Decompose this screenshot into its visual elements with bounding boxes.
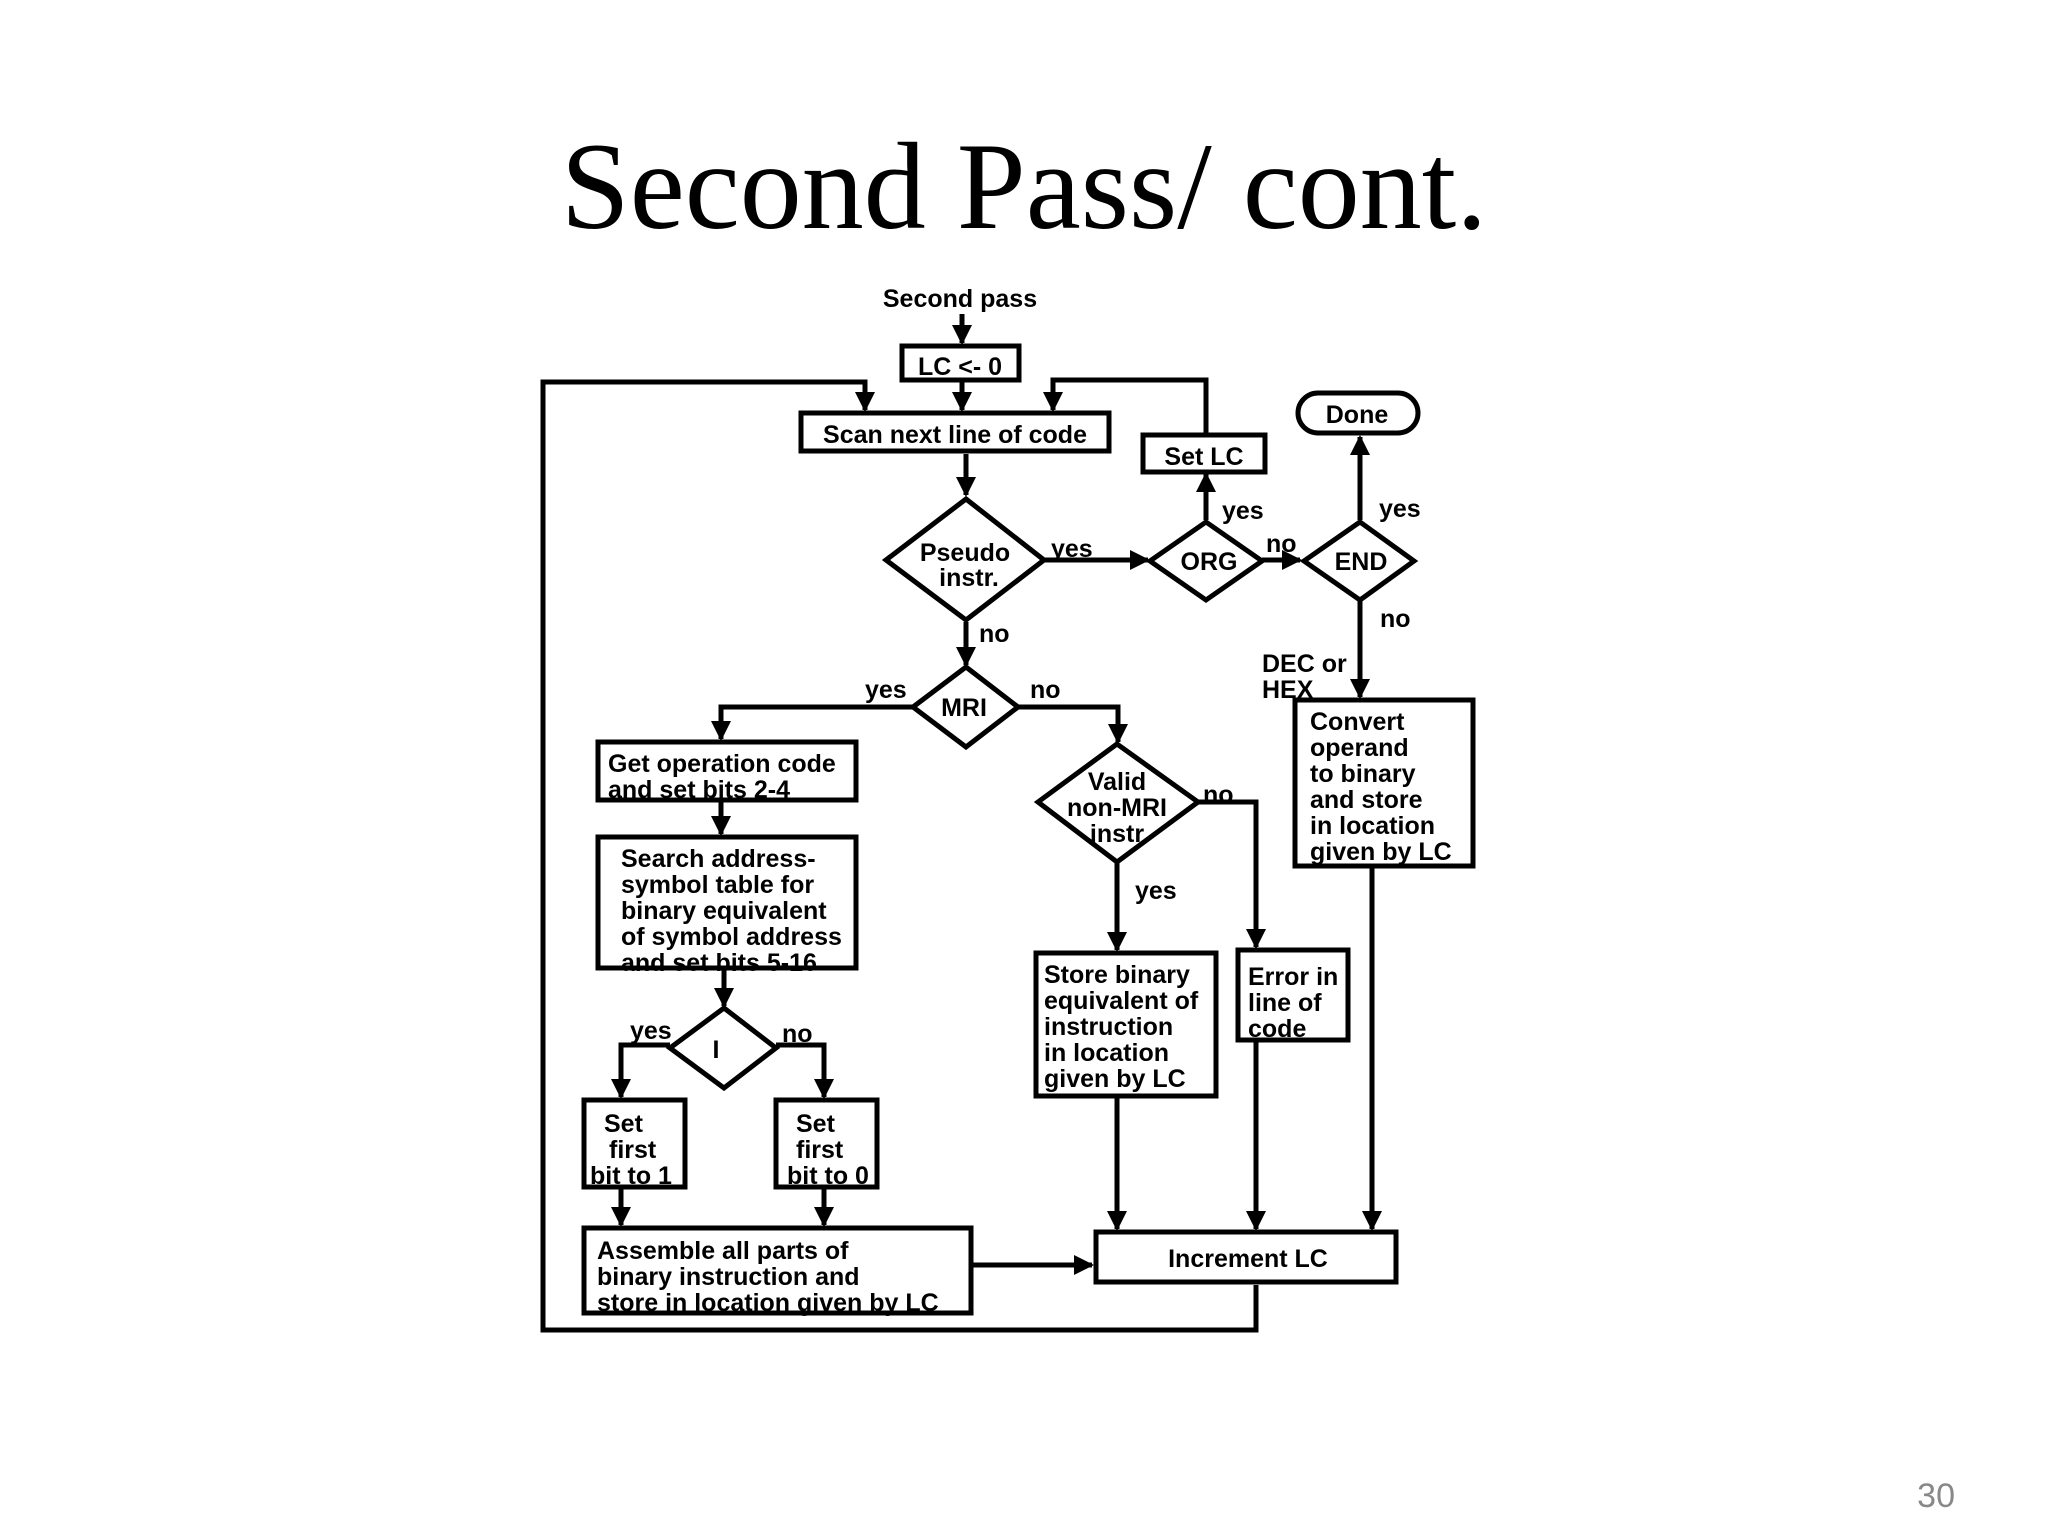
edge-loop-back [540,379,1259,1333]
convert-line-1: Convert [1310,708,1405,736]
assemble-line-3: store in location given by LC [597,1289,939,1317]
search-line-2: symbol table for [621,871,814,899]
mri-yes-label: yes [865,676,907,704]
end-no-label: no [1380,605,1411,633]
start-label: Second pass [883,285,1037,313]
indirect-decision: I [665,1004,781,1092]
end-yes-label: yes [1379,495,1421,523]
slide-title: Second Pass/ cont. [560,118,1488,255]
valid-yes-label: yes [1135,877,1177,905]
error-line-2: line of [1248,989,1322,1017]
mri-label: MRI [941,694,987,722]
store-line-4: in location [1044,1039,1169,1067]
org-no-label: no [1266,530,1297,558]
edge-labels: yes no yes no yes no DEC or HEX yes no y… [630,495,1421,1048]
set-bit-1-line-2: first [609,1136,657,1164]
store-line-2: equivalent of [1044,987,1199,1015]
error-line-1: Error in [1248,963,1338,991]
connector-lines [540,314,1382,1333]
convert-line-6: given by LC [1310,838,1452,866]
pseudo-line-2: instr. [939,564,999,592]
edge-i-set1 [611,1042,670,1099]
increment-lc-label: Increment LC [1168,1245,1328,1273]
valid-non-mri-decision: Valid non-MRI instr [1033,740,1203,866]
store-binary-box: Store binary equivalent of instruction i… [1033,950,1219,1099]
end-decision: END [1299,518,1419,604]
dec-hex-label-2: HEX [1262,676,1314,704]
set-bit-1-box: Set first bit to 1 [581,1097,688,1190]
lc-init-box: LC <- 0 [899,343,1022,383]
set-bit-0-box: Set first bit to 0 [773,1097,880,1190]
assemble-line-2: binary instruction and [597,1263,860,1291]
pseudo-no-label: no [979,620,1010,648]
edge-setlc-scan [1043,377,1209,433]
indirect-label: I [713,1036,720,1064]
edge-mri-valid [1018,704,1128,744]
convert-line-2: operand [1310,734,1409,762]
error-box: Error in line of code [1235,947,1351,1043]
get-opcode-line-2: and set bits 2-4 [608,776,790,804]
done-terminal: Done [1295,390,1421,436]
pseudo-yes-label: yes [1051,535,1093,563]
dec-hex-label-1: DEC or [1262,650,1347,678]
set-bit-1-line-3: bit to 1 [590,1162,672,1190]
valid-line-2: non-MRI [1067,794,1167,822]
org-label: ORG [1181,548,1238,576]
edge-mri-getop [711,704,913,741]
store-line-3: instruction [1044,1013,1173,1041]
org-decision: ORG [1145,518,1267,604]
end-label: END [1335,548,1388,576]
set-bit-0-line-2: first [796,1136,844,1164]
i-yes-label: yes [630,1017,672,1045]
set-bit-1-line-1: Set [604,1110,644,1138]
lc-init-label: LC <- 0 [918,353,1002,381]
search-line-1: Search address- [621,845,816,873]
set-bit-0-line-1: Set [796,1110,836,1138]
convert-box: Convert operand to binary and store in l… [1292,697,1476,869]
search-line-4: of symbol address [621,923,842,951]
mri-decision: MRI [908,663,1023,751]
assemble-line-1: Assemble all parts of [597,1237,849,1265]
set-lc-label: Set LC [1164,443,1243,471]
get-opcode-line-1: Get operation code [608,750,836,778]
get-opcode-box: Get operation code and set bits 2-4 [595,739,859,804]
convert-line-3: to binary [1310,760,1416,788]
search-line-3: binary equivalent [621,897,827,925]
i-no-label: no [782,1020,813,1048]
set-bit-0-line-3: bit to 0 [787,1162,869,1190]
store-line-5: given by LC [1044,1065,1186,1093]
increment-lc-box: Increment LC [1093,1229,1399,1285]
set-lc-box: Set LC [1140,432,1268,475]
valid-line-1: Valid [1088,768,1146,796]
assemble-box: Assemble all parts of binary instruction… [581,1225,974,1317]
mri-no-label: no [1030,676,1061,704]
error-line-3: code [1248,1015,1306,1043]
convert-line-5: in location [1310,812,1435,840]
search-table-box: Search address- symbol table for binary … [595,834,859,977]
search-line-5: and set bits 5-16 [621,949,817,977]
edge-i-set0 [776,1042,834,1099]
valid-no-label: no [1203,781,1234,809]
store-line-1: Store binary [1044,961,1190,989]
page-number: 30 [1917,1477,1955,1515]
pseudo-line-1: Pseudo [920,539,1010,567]
convert-line-4: and store [1310,786,1423,814]
done-label: Done [1326,401,1389,429]
edge-valid-error [1195,799,1266,949]
scan-label: Scan next line of code [823,421,1087,449]
scan-box: Scan next line of code [798,410,1112,454]
org-yes-label: yes [1222,497,1264,525]
pseudo-instr-decision: Pseudo instr. [881,495,1049,624]
valid-line-3: instr [1090,820,1144,848]
